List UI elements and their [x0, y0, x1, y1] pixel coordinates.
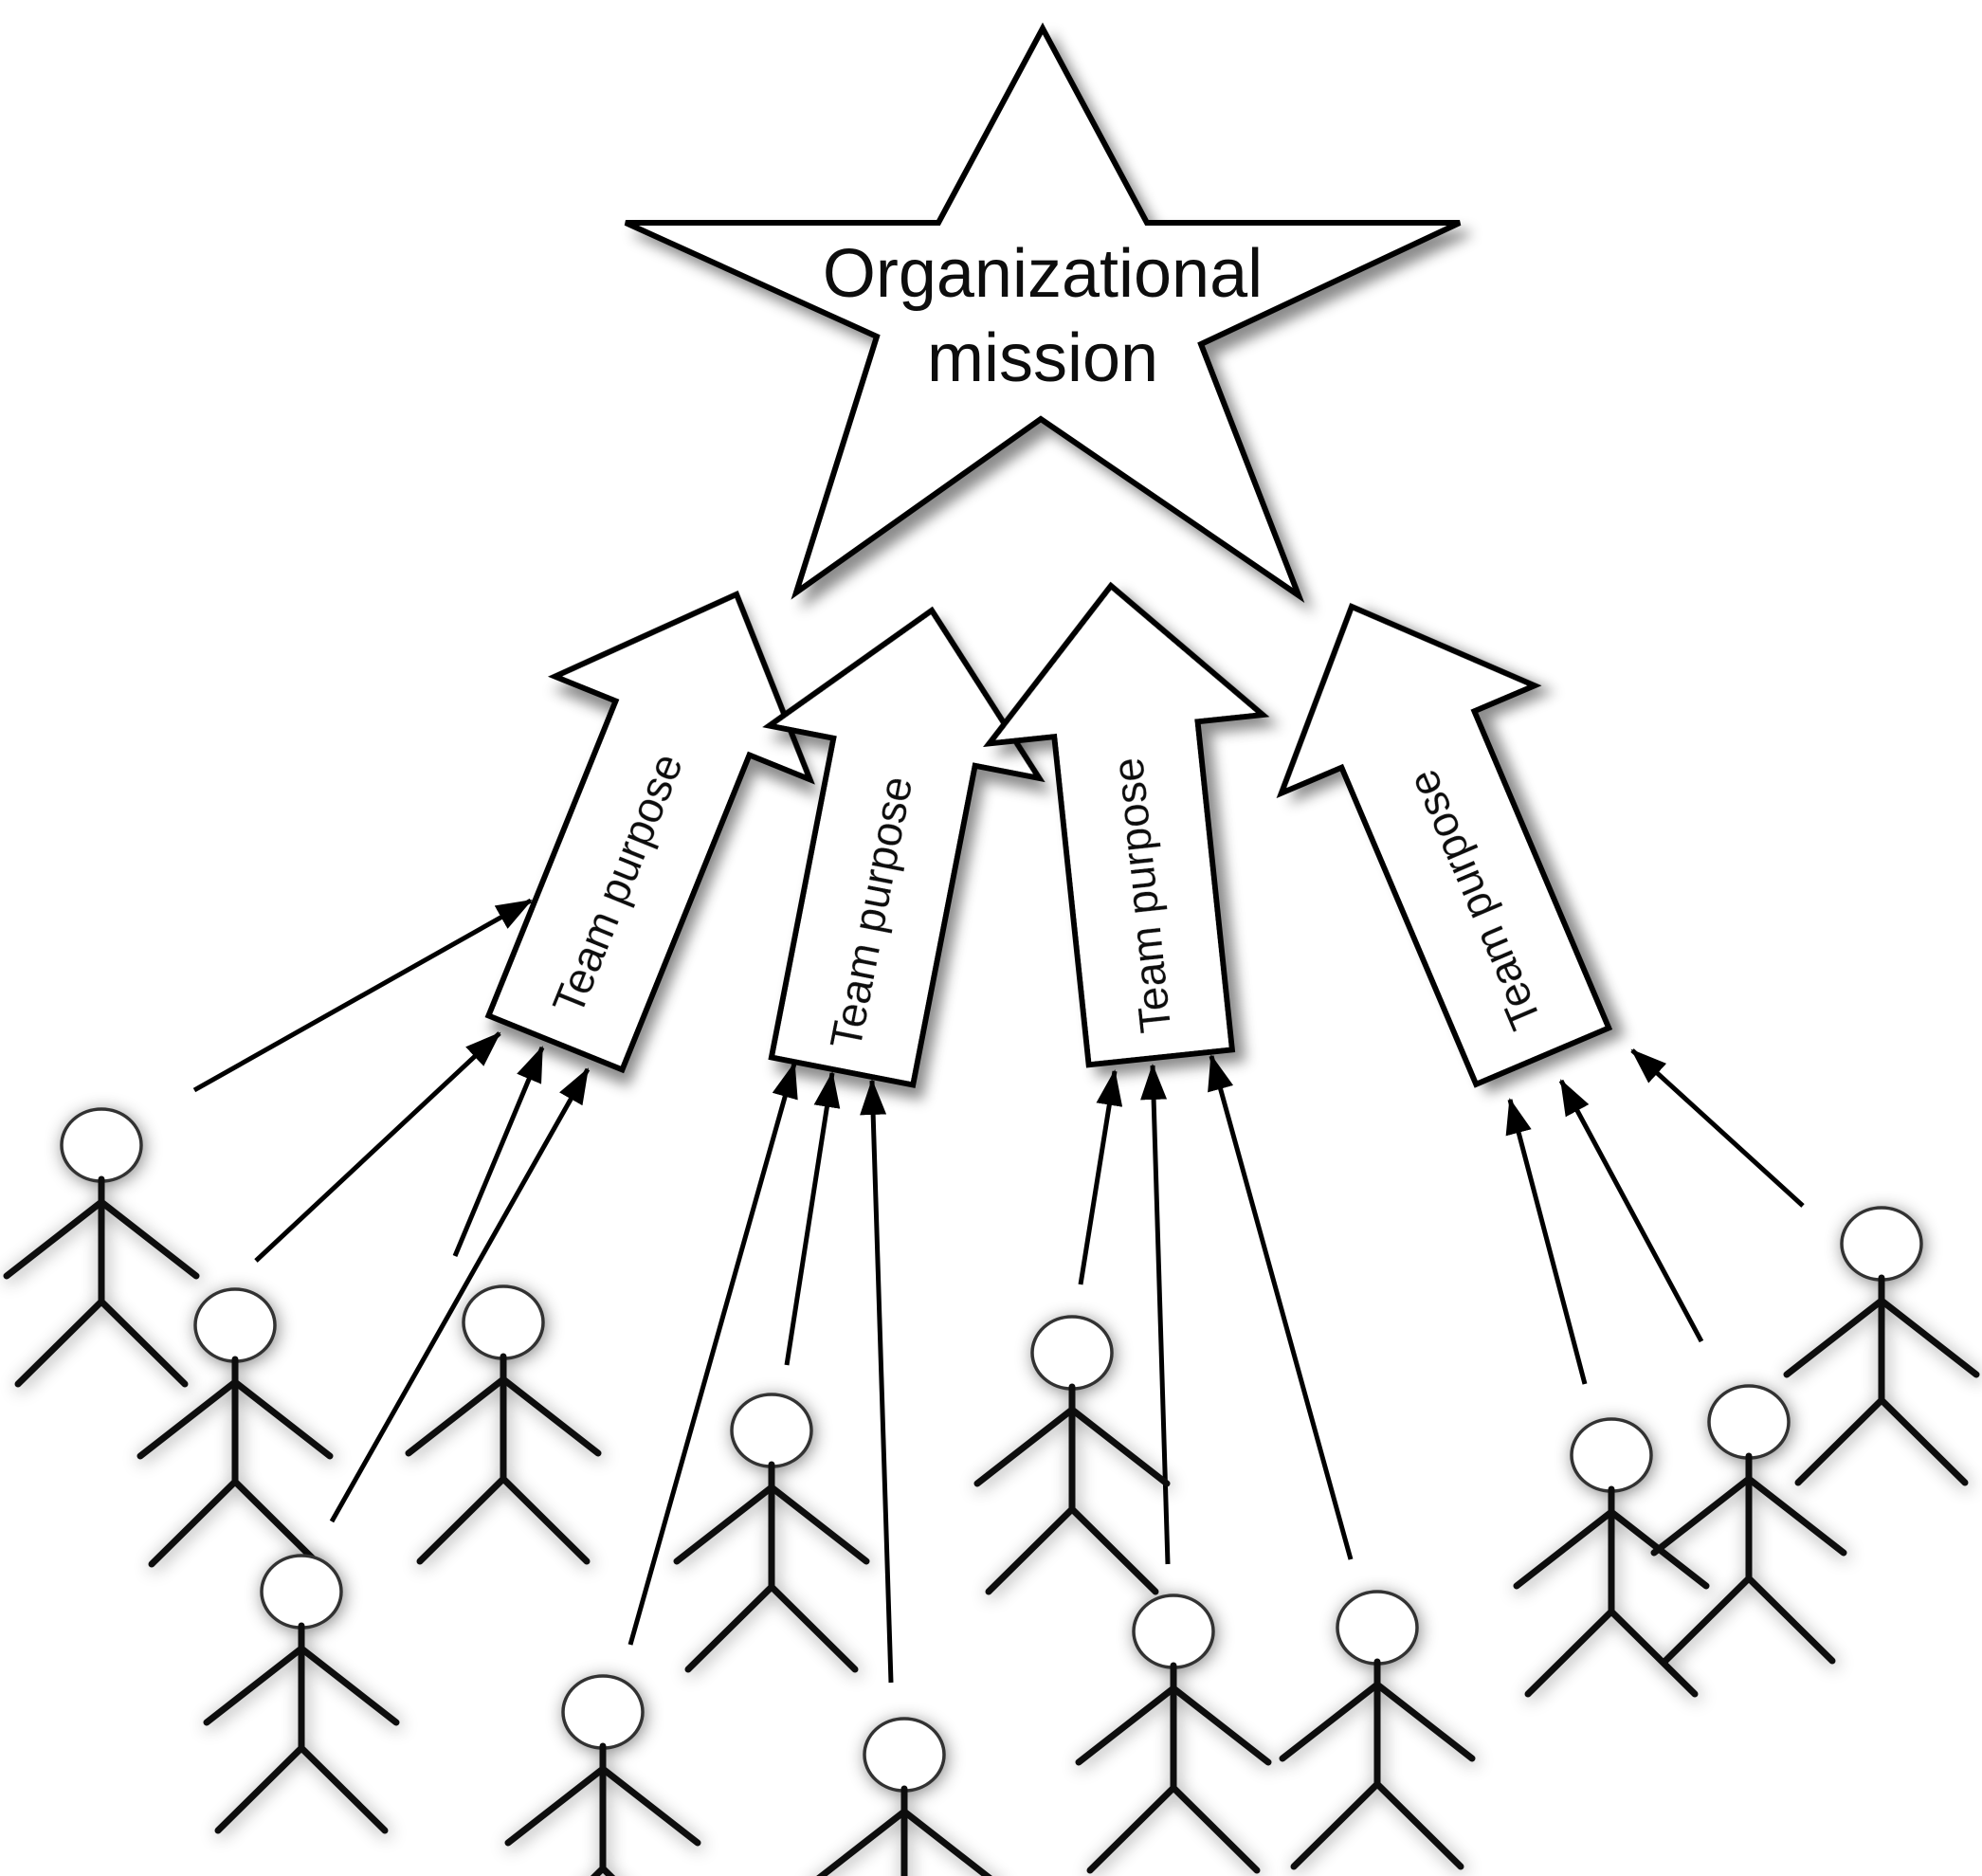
- person-5: [504, 1674, 701, 1876]
- person-12: [1650, 1384, 1847, 1665]
- stick-figure-body: [504, 1742, 701, 1876]
- stick-figure-head-icon: [730, 1393, 813, 1468]
- stick-figure-head-icon: [1840, 1206, 1923, 1282]
- person-9: [816, 1717, 992, 1876]
- alignment-arrow-p12-a4: [1558, 1079, 1704, 1343]
- alignment-arrow-p11-a4: [1505, 1098, 1588, 1385]
- star-shape: [624, 22, 1462, 603]
- team-purpose-arrow-2: Team purpose: [762, 606, 1046, 1088]
- stick-figure-head-icon: [260, 1554, 343, 1630]
- stick-figure-body: [1279, 1658, 1476, 1870]
- person-10: [1279, 1590, 1476, 1870]
- star-title-line2: mission: [927, 320, 1158, 396]
- person-2: [136, 1287, 334, 1568]
- stick-figure-head-icon: [561, 1674, 645, 1750]
- alignment-arrow-p4-a1: [329, 1067, 591, 1523]
- alignment-arrow-p8-a3: [1078, 1069, 1123, 1285]
- stick-figure-body: [405, 1353, 602, 1565]
- person-13: [1783, 1206, 1980, 1486]
- stick-figure-body: [136, 1356, 334, 1568]
- stick-figure-body: [816, 1785, 992, 1876]
- alignment-arrow-p1-a1: [192, 898, 533, 1093]
- alignment-arrow-p10-a3: [1208, 1054, 1354, 1560]
- stick-figure-head-icon: [462, 1284, 545, 1360]
- stick-figure-body: [1783, 1274, 1980, 1486]
- star-title-line1: Organizational: [823, 236, 1263, 312]
- stick-figure-head-icon: [193, 1287, 277, 1363]
- person-4: [203, 1554, 400, 1834]
- stick-figure-head-icon: [1707, 1384, 1791, 1460]
- team-purpose-arrow-3: Team purpose: [983, 581, 1270, 1068]
- stick-figure-body: [673, 1461, 870, 1673]
- alignment-arrow-p2-a1: [254, 1031, 501, 1263]
- stick-figure-body: [1650, 1452, 1847, 1665]
- stick-figure-body: [973, 1383, 1171, 1595]
- stick-figure-head-icon: [1570, 1417, 1653, 1493]
- alignment-arrow-p7-a2: [860, 1079, 894, 1684]
- stick-figure-head-icon: [60, 1107, 143, 1183]
- block-arrow-shape: [983, 581, 1270, 1068]
- organizational-mission-star: Organizational mission: [624, 22, 1462, 603]
- alignment-arrow-p3-a1: [452, 1046, 545, 1257]
- person-6: [673, 1393, 870, 1673]
- stick-figure-head-icon: [1132, 1594, 1215, 1669]
- alignment-arrow-p5-a2: [627, 1062, 798, 1646]
- person-3: [405, 1284, 602, 1565]
- person-7: [973, 1315, 1171, 1595]
- people-group: [3, 1107, 1980, 1876]
- block-arrow-shape: [1276, 602, 1613, 1088]
- stick-figure-head-icon: [1030, 1315, 1114, 1391]
- alignment-arrow-p6-a2: [784, 1071, 841, 1366]
- stick-figure-head-icon: [863, 1717, 946, 1793]
- stick-figure-body: [3, 1175, 200, 1388]
- alignment-arrow-p13-a4: [1630, 1048, 1805, 1208]
- block-arrow-shape: [762, 606, 1046, 1088]
- stick-figure-head-icon: [1336, 1590, 1419, 1666]
- person-8: [1075, 1594, 1272, 1874]
- person-1: [3, 1107, 200, 1388]
- stick-figure-body: [203, 1622, 400, 1834]
- block-arrow-shape: [484, 590, 815, 1074]
- stick-figure-body: [1075, 1662, 1272, 1874]
